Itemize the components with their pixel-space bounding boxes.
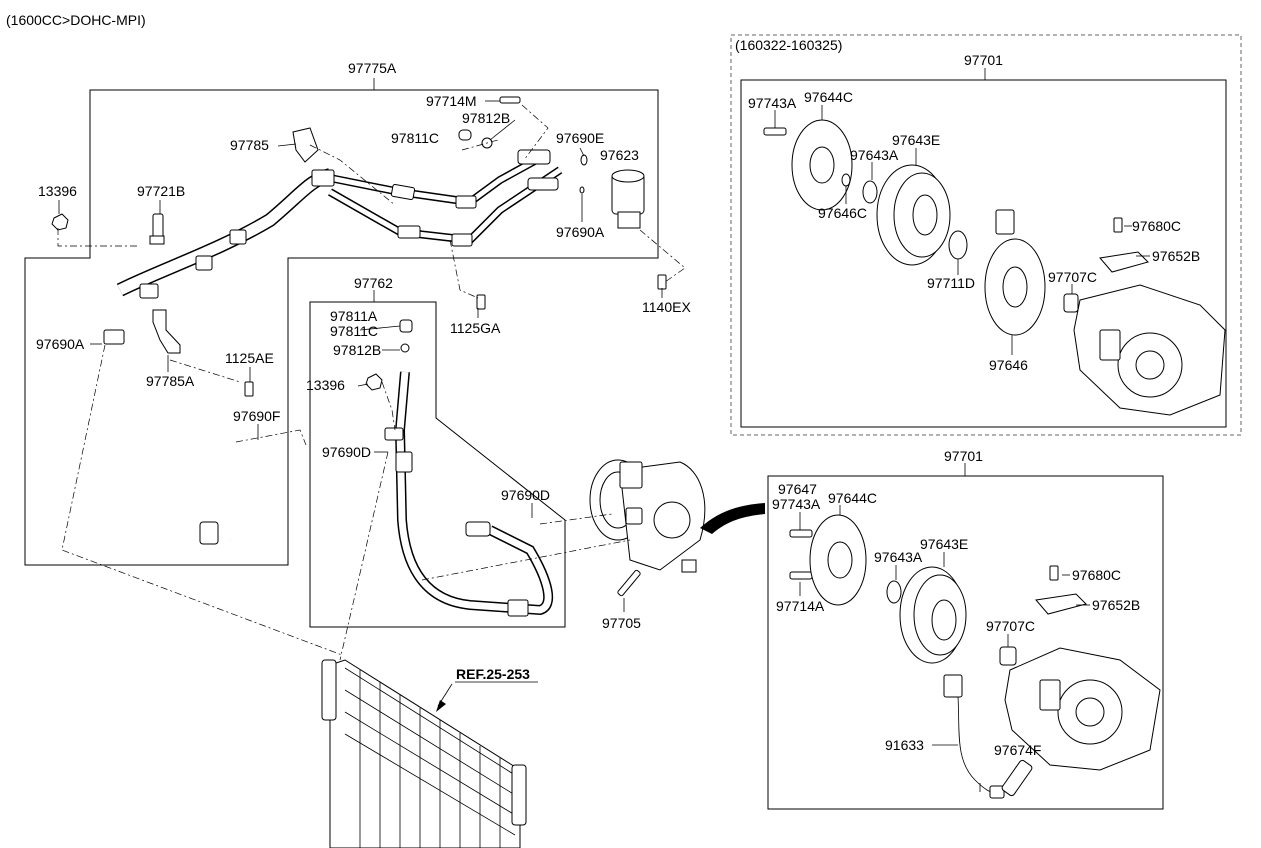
label-u-97707C: 97707C: [1048, 269, 1097, 285]
hose-bracket-a: [152, 309, 181, 354]
lower-kit-parts: [789, 514, 1161, 799]
upper-kit-assembly: 97701: [964, 52, 1003, 68]
label-97785A: 97785A: [146, 373, 195, 389]
label-u-97643A: 97643A: [850, 147, 899, 163]
label-97690D: 97690D: [322, 444, 371, 460]
lower-kit-box: [767, 475, 1164, 810]
label-l-97674F: 97674F: [994, 742, 1041, 758]
label-l-97644C: 97644C: [828, 490, 877, 506]
small-fasteners: [51, 96, 667, 397]
label-l-97643A: 97643A: [874, 549, 923, 565]
label-u-97743A: 97743A: [748, 95, 797, 111]
label-1140EX: 1140EX: [642, 299, 691, 315]
label-l-97643E: 97643E: [920, 536, 968, 552]
label-u-97711D: 97711D: [927, 275, 975, 291]
label-97721B: 97721B: [137, 183, 185, 199]
engine-spec-caption: (1600CC>DOHC-MPI): [6, 12, 146, 28]
label-1125GA: 1125GA: [450, 320, 501, 336]
upper-kit-box: [740, 79, 1227, 428]
part-labels: 97775A 97714M 97812B 97811C 97785 97690E…: [36, 37, 1200, 758]
label-u-97646: 97646: [989, 357, 1028, 373]
label-97690D-b: 97690D: [501, 487, 550, 503]
label-1125AE: 1125AE: [225, 350, 274, 366]
label-97775A: 97775A: [348, 60, 397, 76]
upper-kit-date-range: (160322-160325): [735, 37, 842, 53]
label-l-97707C: 97707C: [986, 618, 1035, 634]
label-l-97647: 97647: [778, 481, 817, 497]
condenser: [321, 659, 527, 848]
lower-kit-leaders: [799, 505, 1090, 746]
liquid-pipe: [365, 319, 554, 617]
label-97690E: 97690E: [556, 130, 604, 146]
label-13396-b: 13396: [306, 377, 345, 393]
label-97690F: 97690F: [233, 408, 280, 424]
label-leaders: [58, 100, 981, 792]
hose-bracket: [292, 127, 319, 163]
label-97762: 97762: [354, 275, 393, 291]
label-u-97680C: 97680C: [1132, 218, 1181, 234]
label-l-97680C: 97680C: [1072, 567, 1121, 583]
label-u-97643E: 97643E: [892, 132, 940, 148]
label-97623: 97623: [600, 147, 639, 163]
compressor-center: [589, 459, 706, 597]
hose-assembly-outline: [24, 89, 659, 566]
label-u-97644C: 97644C: [804, 89, 853, 105]
label-97811C: 97811C: [391, 130, 439, 146]
label-l-91633: 91633: [885, 737, 924, 753]
label-97690A-b: 97690A: [36, 336, 85, 352]
upper-kit-leaders: [774, 105, 1150, 355]
lower-kit-assembly: 97701: [944, 448, 983, 464]
suction-hose: [103, 299, 249, 550]
label-97705: 97705: [602, 615, 641, 631]
leader-lines: [57, 104, 686, 661]
label-97811C-b: 97811C: [330, 323, 378, 339]
discharge-hose: [116, 149, 563, 299]
label-l-97743A: 97743A: [772, 496, 821, 512]
label-97785: 97785: [230, 137, 269, 153]
upper-kit-dashed-box: [730, 34, 1242, 436]
label-13396: 13396: [38, 183, 77, 199]
liquid-line-outline: [309, 301, 566, 628]
label-97812B: 97812B: [462, 110, 510, 126]
label-97811A: 97811A: [330, 308, 378, 324]
receiver-drier: [611, 169, 645, 229]
upper-kit-parts: [763, 119, 1226, 416]
label-97714M: 97714M: [426, 93, 477, 109]
label-u-97652B: 97652B: [1152, 248, 1200, 264]
label-l-97652B: 97652B: [1092, 597, 1140, 613]
label-97812B-b: 97812B: [333, 342, 381, 358]
label-l-97714A: 97714A: [776, 598, 825, 614]
label-ref: REF.25-253: [456, 666, 530, 682]
label-97690A: 97690A: [556, 224, 605, 240]
label-u-97646C: 97646C: [818, 205, 867, 221]
pointer-arrow: [700, 503, 765, 534]
